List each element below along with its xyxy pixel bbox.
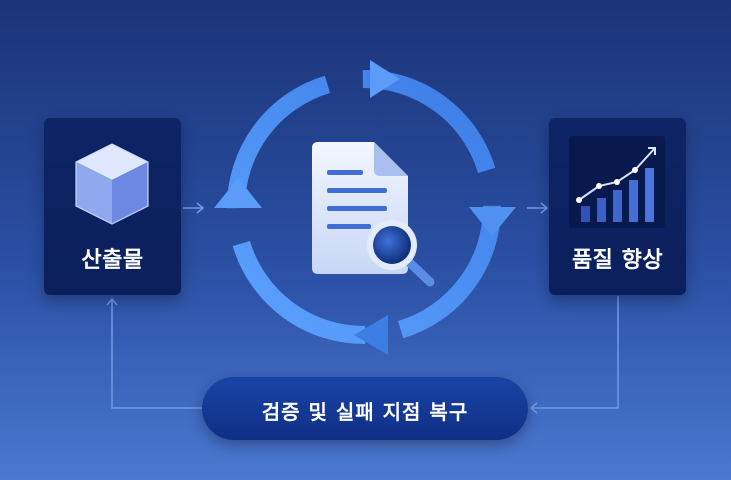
quality-improvement-node: 품질 향상	[549, 118, 686, 295]
cube-icon	[75, 143, 149, 225]
quality-improvement-label: 품질 향상	[571, 248, 664, 273]
connector-right-to-pill	[529, 296, 619, 414]
artifact-label: 산출물	[81, 248, 144, 273]
connector-pill-to-left	[106, 297, 202, 409]
cycle-arrows-icon	[214, 60, 516, 355]
connector-cycle-to-right	[527, 202, 549, 214]
document-search-icon	[312, 142, 435, 287]
artifact-node: 산출물	[44, 118, 181, 295]
connector-left-to-cycle	[183, 202, 205, 214]
growth-chart-icon	[569, 136, 665, 228]
verification-recovery-label: 검증 및 실패 지점 복구	[261, 400, 469, 424]
verification-recovery-node: 검증 및 실패 지점 복구	[202, 377, 528, 440]
